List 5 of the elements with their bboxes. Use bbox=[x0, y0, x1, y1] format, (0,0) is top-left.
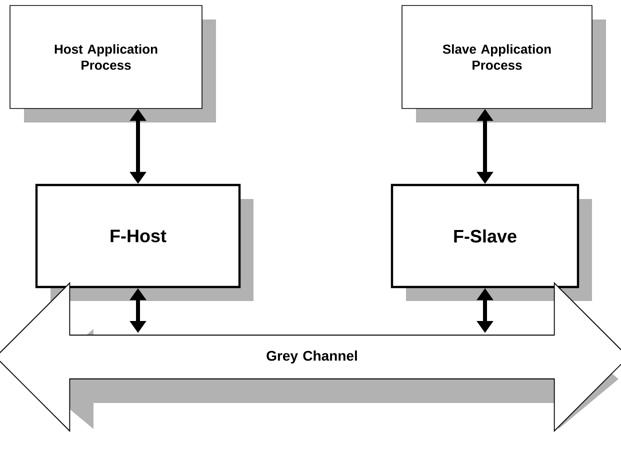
node-label: Grey Channel bbox=[266, 350, 357, 364]
process-box: F-Host bbox=[35, 184, 254, 301]
process-box: F-Slave bbox=[390, 184, 592, 301]
process-box: Host Application Process bbox=[10, 5, 216, 122]
process-box: Slave Application Process bbox=[402, 5, 606, 122]
